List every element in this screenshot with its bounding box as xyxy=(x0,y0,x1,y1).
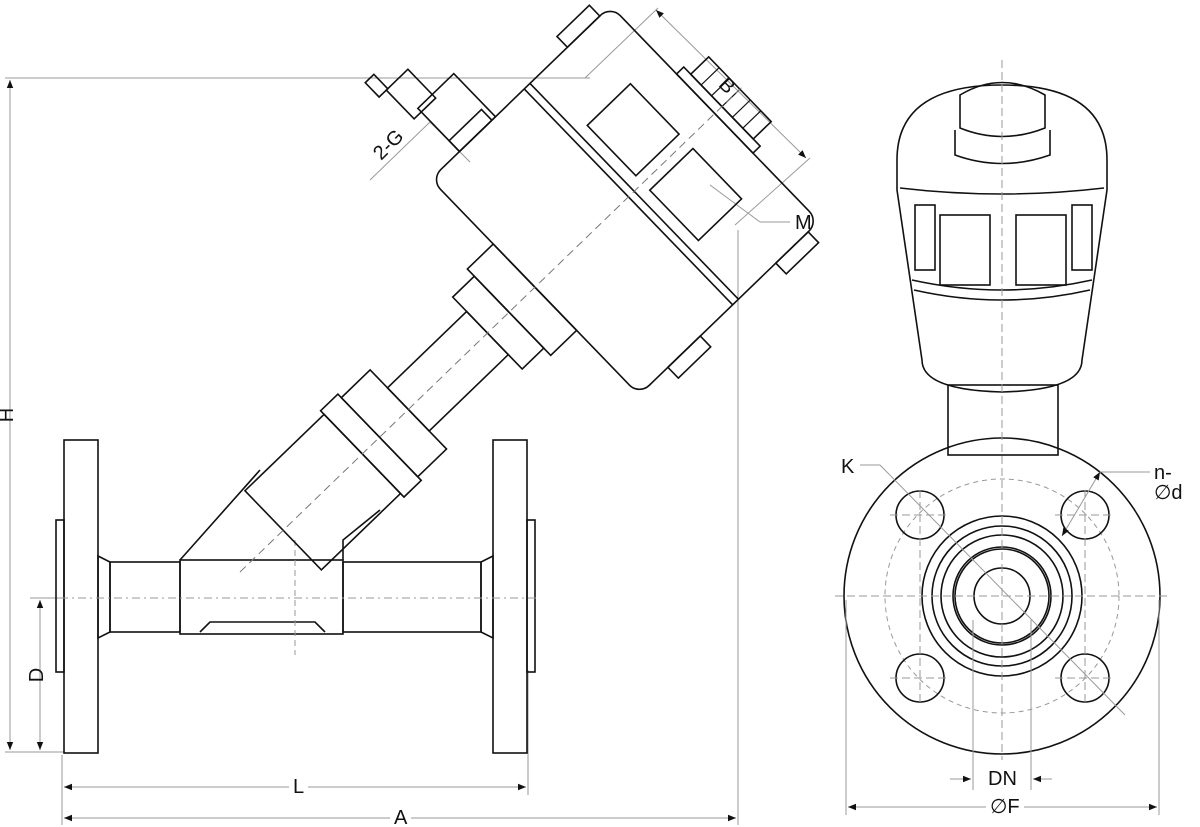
dimension-lines xyxy=(5,7,811,825)
label-a: A xyxy=(390,808,412,827)
label-h: H xyxy=(0,408,18,422)
label-m: M xyxy=(795,212,812,234)
label-n-d: n-∅d xyxy=(1154,462,1183,504)
label-k: K xyxy=(841,456,855,478)
side-view-body xyxy=(55,439,540,754)
label-f: ∅F xyxy=(986,797,1024,817)
side-view-actuator xyxy=(239,4,820,573)
label-d: D xyxy=(26,667,49,683)
label-dn: DN xyxy=(988,768,1017,790)
label-l: L xyxy=(289,777,309,797)
front-view xyxy=(835,60,1170,815)
